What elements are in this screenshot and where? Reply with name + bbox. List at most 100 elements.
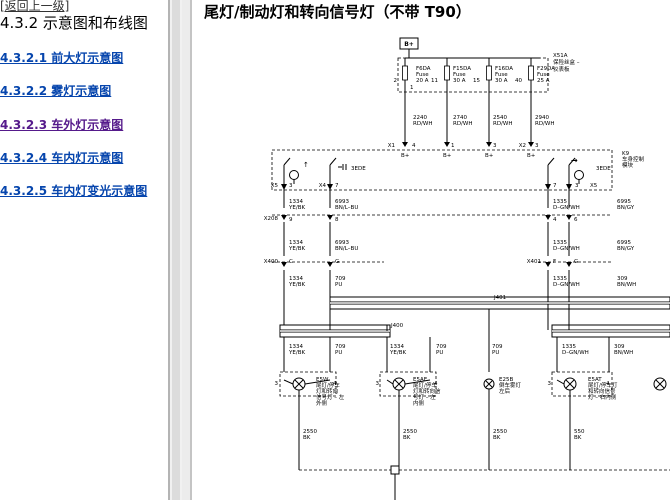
lamp-e5ae xyxy=(379,371,437,397)
svg-text:YE/BK: YE/BK xyxy=(288,350,305,356)
bcm-name-1: 车身控制 xyxy=(622,155,645,163)
svg-text:尾灯/停车: 尾灯/停车 xyxy=(413,381,437,389)
frame-splitter[interactable] xyxy=(182,0,192,500)
svg-text:X400: X400 xyxy=(264,259,279,265)
svg-text:1: 1 xyxy=(410,85,414,91)
fuse-f6da: F6DA Fuse 20 A 2 1 xyxy=(394,58,431,92)
svg-text:D–GN/WH: D–GN/WH xyxy=(553,282,580,288)
svg-text:↑: ↑ xyxy=(303,161,309,169)
svg-text:6993: 6993 xyxy=(335,199,349,205)
nav-link-headlamp[interactable]: 4.3.2.1 前大灯示意图 xyxy=(0,51,124,65)
nav-link-fog-lamp[interactable]: 4.3.2.2 雾灯示意图 xyxy=(0,84,112,98)
svg-text:X2: X2 xyxy=(519,143,526,149)
svg-text:X4: X4 xyxy=(319,183,327,189)
svg-text:11: 11 xyxy=(431,78,438,84)
svg-text:RD/WH: RD/WH xyxy=(493,121,512,127)
svg-text:B+: B+ xyxy=(485,153,494,159)
svg-text:灯和转向信: 灯和转向信 xyxy=(413,387,441,395)
svg-text:1335: 1335 xyxy=(562,344,576,350)
lamp-feed-wires xyxy=(283,298,610,372)
nav-link-exterior-lamp[interactable]: 4.3.2.3 车外灯示意图 xyxy=(0,118,124,132)
svg-text:4: 4 xyxy=(434,381,438,387)
nav-link-interior-lamp[interactable]: 4.3.2.4 车内灯示意图 xyxy=(0,151,124,165)
svg-text:2550: 2550 xyxy=(493,429,507,435)
svg-text:Fuse: Fuse xyxy=(537,72,550,78)
svg-text:1334: 1334 xyxy=(289,276,303,282)
svg-text:X401: X401 xyxy=(527,259,541,265)
connector-x401: X401 F G xyxy=(527,259,612,267)
fuse-block-name-2: 仪表板 xyxy=(553,65,570,73)
svg-text:9: 9 xyxy=(289,217,293,223)
svg-text:F6DA: F6DA xyxy=(416,66,431,72)
svg-text:1334: 1334 xyxy=(289,199,303,205)
content-pane: 尾灯/制动灯和转向信号灯（不带 T90） B+ X51A 保险丝盒 – 仪表板 … xyxy=(194,0,670,500)
navigation-pane: [返回上一级] 4.3.2 示意图和布线图 4.3.2.1 前大灯示意图 4.3… xyxy=(0,0,168,500)
svg-text:E5AT: E5AT xyxy=(588,377,602,383)
svg-text:30 A: 30 A xyxy=(495,78,508,84)
lamp-e25b xyxy=(483,378,495,396)
page-title: 尾灯/制动灯和转向信号灯（不带 T90） xyxy=(204,3,471,21)
section-heading: 4.3.2 示意图和布线图 xyxy=(0,14,148,32)
svg-text:3EDE: 3EDE xyxy=(596,166,611,172)
svg-text:3: 3 xyxy=(548,381,552,387)
svg-text:BN/WH: BN/WH xyxy=(617,282,636,288)
svg-text:YE/BK: YE/BK xyxy=(288,282,305,288)
supply-wires xyxy=(404,92,532,146)
svg-text:6995: 6995 xyxy=(617,199,631,205)
svg-text:→: → xyxy=(571,156,578,165)
svg-text:E5AE: E5AE xyxy=(413,377,428,383)
svg-text:1335: 1335 xyxy=(553,199,567,205)
svg-text:BK: BK xyxy=(574,435,582,441)
svg-text:F: F xyxy=(553,259,556,265)
svg-text:6993: 6993 xyxy=(335,240,349,246)
svg-text:E5W: E5W xyxy=(316,377,329,383)
svg-text:8: 8 xyxy=(335,217,339,223)
svg-text:4: 4 xyxy=(333,381,337,387)
svg-text:3: 3 xyxy=(275,381,279,387)
svg-text:灯和转向: 灯和转向 xyxy=(316,387,338,395)
svg-text:尾灯/停车: 尾灯/停车 xyxy=(316,381,340,389)
svg-text:RD/WH: RD/WH xyxy=(453,121,472,127)
back-link[interactable]: [返回上一级] xyxy=(0,0,70,13)
svg-text:2550: 2550 xyxy=(303,429,317,435)
svg-text:BN/GY: BN/GY xyxy=(617,246,635,252)
svg-text:2540: 2540 xyxy=(493,115,507,121)
svg-text:BN/L–BU: BN/L–BU xyxy=(335,246,358,252)
svg-text:4: 4 xyxy=(412,143,416,149)
connector-x208: X208 9 8 4 6 xyxy=(264,214,612,223)
svg-text:709: 709 xyxy=(436,344,447,350)
bcm-input-pins xyxy=(402,142,534,147)
fuse-f15da: F15DA Fuse 30 A 11 xyxy=(431,58,471,92)
bcm-outline xyxy=(271,149,613,191)
svg-text:2240: 2240 xyxy=(413,115,427,121)
svg-text:1335: 1335 xyxy=(553,276,567,282)
svg-text:BK: BK xyxy=(303,435,311,441)
svg-text:25 A: 25 A xyxy=(537,78,550,84)
svg-text:2550: 2550 xyxy=(403,429,417,435)
svg-text:BK: BK xyxy=(403,435,411,441)
fuse-block-id: X51A xyxy=(553,53,568,59)
svg-text:30 A: 30 A xyxy=(453,78,466,84)
svg-text:1334: 1334 xyxy=(289,344,303,350)
battery-label: B+ xyxy=(404,41,414,48)
svg-text:和转向信号: 和转向信号 xyxy=(588,387,616,395)
svg-text:2: 2 xyxy=(394,78,398,84)
svg-text:309: 309 xyxy=(614,344,625,350)
svg-text:E25B: E25B xyxy=(499,377,513,383)
svg-text:Fuse: Fuse xyxy=(416,72,429,78)
svg-text:YE/BK: YE/BK xyxy=(288,246,305,252)
wiring-diagram: B+ X51A 保险丝盒 – 仪表板 F6DA Fuse 20 A 2 1 F1… xyxy=(264,37,670,500)
scrollbar-thumb[interactable] xyxy=(172,0,180,500)
svg-text:D–GN/WH: D–GN/WH xyxy=(553,246,580,252)
svg-text:6995: 6995 xyxy=(617,240,631,246)
svg-text:1334: 1334 xyxy=(390,344,404,350)
svg-text:外侧: 外侧 xyxy=(316,399,328,407)
bcm-id: K9 xyxy=(622,151,630,157)
svg-text:4: 4 xyxy=(606,381,610,387)
svg-text:PU: PU xyxy=(335,350,342,356)
svg-text:BN/GY: BN/GY xyxy=(617,205,635,211)
svg-text:倒车雾灯: 倒车雾灯 xyxy=(499,381,522,389)
nav-link-interior-dimming[interactable]: 4.3.2.5 车内灯变光示意图 xyxy=(0,184,148,198)
svg-text:BN/L–BU: BN/L–BU xyxy=(335,205,358,211)
svg-text:YE/BK: YE/BK xyxy=(288,205,305,211)
